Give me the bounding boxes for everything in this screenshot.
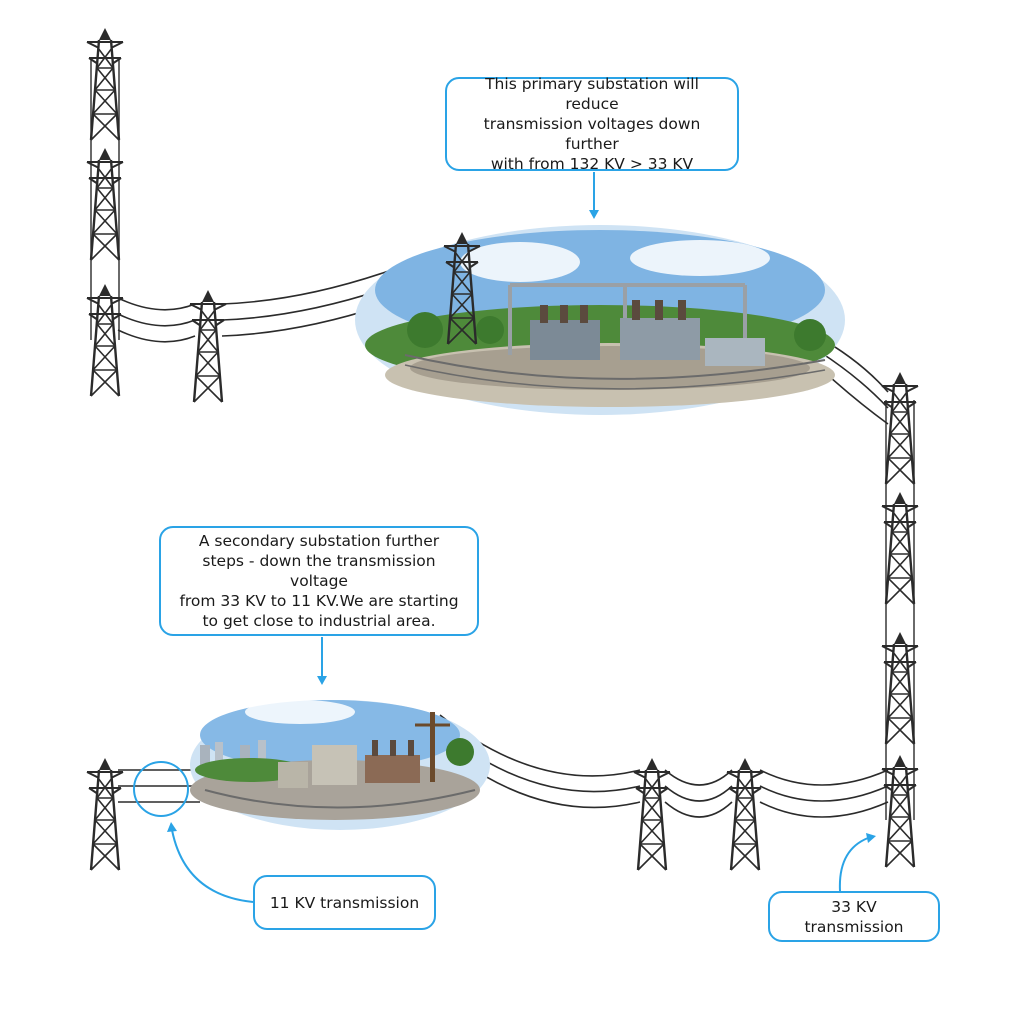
pylon-bottom-middle-2 (725, 756, 765, 872)
primary-substation-image (355, 225, 845, 415)
callout-primary-substation: This primary substation will reduce tran… (445, 75, 739, 173)
arrow-11kv-callout (167, 822, 254, 903)
tall-tower-top-left (85, 26, 125, 398)
callout-secondary-substation: A secondary substation further steps - d… (159, 526, 479, 636)
tall-tower-right (880, 370, 920, 869)
pylon-top-left-small (188, 288, 228, 404)
pylon-bottom-left (85, 756, 125, 872)
arrow-secondary-callout (317, 637, 327, 685)
arrow-33kv-callout (838, 833, 876, 892)
arrow-primary-callout (589, 172, 599, 219)
pylon-bottom-middle-1 (632, 756, 672, 872)
secondary-substation-image (190, 700, 490, 830)
highlight-circle-11kv (133, 761, 189, 817)
callout-11kv-transmission: 11 KV transmission (253, 875, 436, 930)
callout-33kv-transmission: 33 KV transmission (768, 891, 940, 942)
